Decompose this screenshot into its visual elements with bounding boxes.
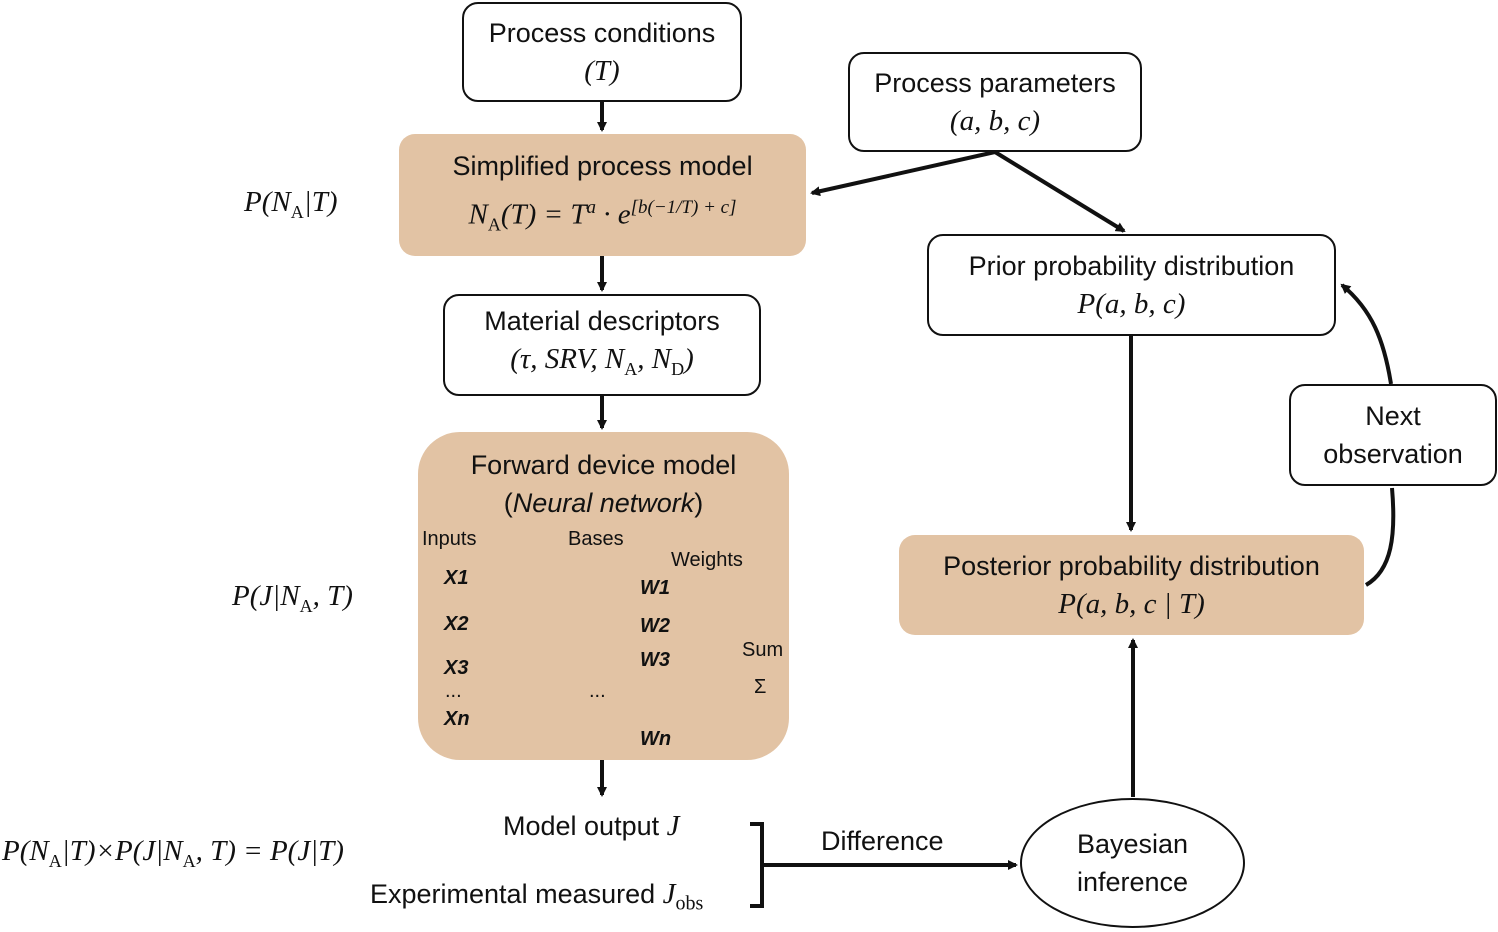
network-weight-w1: W1 <box>640 577 670 599</box>
network-weight-w3: W3 <box>640 649 670 671</box>
network-input-xn: Xn <box>444 708 470 730</box>
posterior-title: Posterior probability distribution <box>943 551 1320 581</box>
forward-model-title: Forward device model <box>470 450 737 480</box>
next-observation-box: Next observation <box>1289 384 1497 486</box>
process-parameters-box: Process parameters (a, b, c) <box>848 52 1142 152</box>
prior-title: Prior probability distribution <box>968 251 1295 281</box>
difference-label: Difference <box>821 826 944 856</box>
material-descriptors-title: Material descriptors <box>484 306 720 337</box>
bayesian-line2: inference <box>1076 867 1189 897</box>
arrow-next-to-prior <box>1340 283 1393 385</box>
network-weight-w2: W2 <box>640 615 670 637</box>
arrow-params-to-prior <box>993 150 1126 233</box>
process-parameters-title: Process parameters <box>874 68 1116 98</box>
network-bases-label: Bases <box>568 528 624 550</box>
next-observation-line2: observation <box>1323 439 1463 469</box>
output-bracket <box>750 822 764 908</box>
network-input-x3: X3 <box>444 657 469 679</box>
posterior-expression: P(a, b, c | T) <box>1058 588 1205 620</box>
bayesian-inference-ellipse: Bayesian inference <box>1020 798 1245 928</box>
network-weights-label: Weights <box>671 549 743 571</box>
prior-distribution-box: Prior probability distribution P(a, b, c… <box>927 234 1336 336</box>
arrow-posterior-to-next <box>1364 487 1396 587</box>
label-p-j-given-na-t: P(J|NA, T) <box>232 580 353 616</box>
simplified-model-equation: NA(T) = Ta · e[b(−1/T) + c] <box>468 196 737 235</box>
simplified-process-model-box: Simplified process model NA(T) = Ta · e[… <box>399 134 806 256</box>
forward-model-subtitle: (Neural network) <box>503 488 704 518</box>
network-input-ellipsis: ... <box>445 680 462 702</box>
process-conditions-box: Process conditions (T) <box>462 2 742 102</box>
network-basis-ellipsis: ... <box>589 680 606 702</box>
experimental-measured-label: Experimental measured Jobs <box>370 878 704 915</box>
process-parameters-variables: (a, b, c) <box>949 105 1041 137</box>
process-conditions-title: Process conditions <box>488 18 716 48</box>
network-input-x2: X2 <box>444 613 469 635</box>
network-weight-wn: Wn <box>640 728 672 750</box>
network-sum-label: Sum <box>742 639 784 661</box>
arrow-params-to-model <box>810 150 996 197</box>
label-p-na-given-t: P(NA|T) <box>244 186 338 222</box>
next-observation-line1: Next <box>1365 401 1421 431</box>
sum-symbol: Σ <box>754 676 767 698</box>
forward-device-model-box: Forward device model (Neural network) <box>418 432 789 760</box>
model-output-label: Model output J <box>503 810 680 842</box>
network-inputs-label: Inputs <box>422 528 477 550</box>
network-input-x1: X1 <box>444 567 469 589</box>
prior-expression: P(a, b, c) <box>1077 288 1186 320</box>
bayesian-line1: Bayesian <box>1076 829 1189 859</box>
posterior-distribution-box: Posterior probability distribution P(a, … <box>899 535 1364 635</box>
material-descriptors-box: Material descriptors (τ, SRV, NA, ND) <box>443 294 761 396</box>
label-product: P(NA|T)×P(J|NA, T) = P(J|T) <box>2 835 344 871</box>
process-conditions-variable: (T) <box>584 55 620 87</box>
material-descriptors-variables: (τ, SRV, NA, ND) <box>510 343 694 379</box>
simplified-model-title: Simplified process model <box>452 150 753 181</box>
